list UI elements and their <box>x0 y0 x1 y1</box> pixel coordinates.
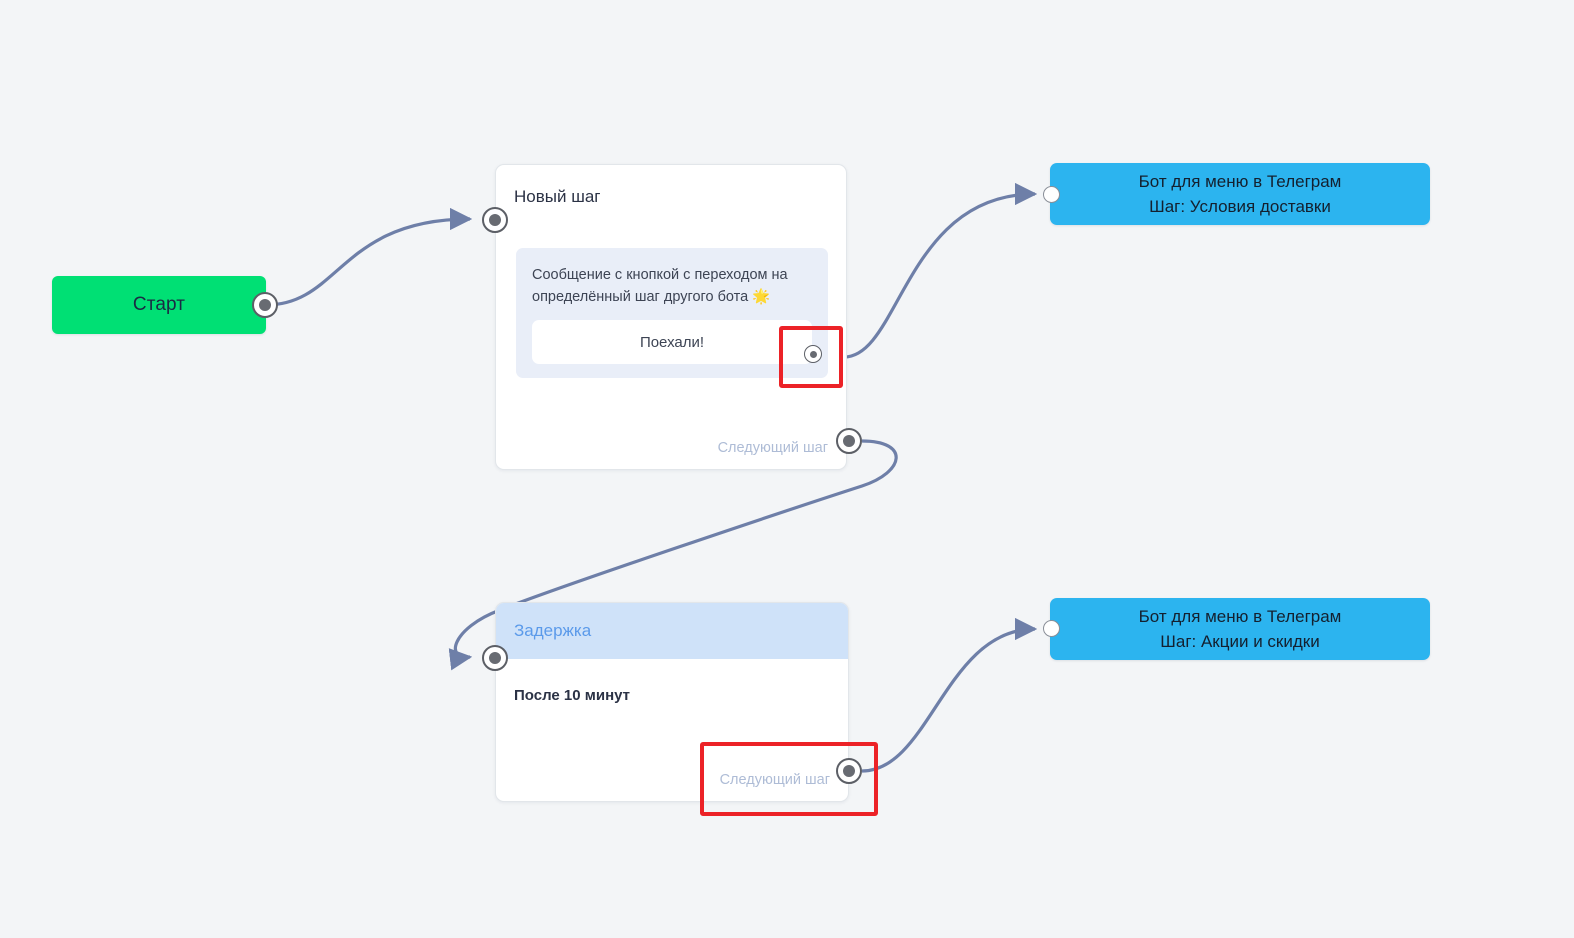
bot-node-promotions[interactable]: Бот для меню в Телеграм Шаг: Акции и ски… <box>1050 598 1430 660</box>
delay-card[interactable]: Задержка После 10 минут Следующий шаг <box>495 602 849 802</box>
delay-card-next-step-label: Следующий шаг <box>719 772 830 788</box>
step-card-next-step-handle[interactable] <box>836 428 862 454</box>
step-card-input-handle[interactable] <box>482 207 508 233</box>
edge-button-to-bot1 <box>843 182 1038 359</box>
delay-card-next-step-handle[interactable] <box>836 758 862 784</box>
bot-node-2-line1: Бот для меню в Телеграм <box>1138 607 1342 626</box>
bot-node-1-line2: Шаг: Условия доставки <box>1149 197 1331 216</box>
start-node-label: Старт <box>132 294 186 315</box>
step-card-title: Новый шаг <box>514 187 601 206</box>
button-transition-handle[interactable] <box>804 345 822 363</box>
start-output-handle[interactable] <box>252 292 278 318</box>
edge-delay-to-bot2 <box>861 617 1038 773</box>
bot-node-2-line2: Шаг: Акции и скидки <box>1160 632 1320 651</box>
message-button[interactable]: Поехали! <box>532 320 812 364</box>
bot-node-2-input-handle[interactable] <box>1043 620 1060 637</box>
bot-node-1-input-handle[interactable] <box>1043 186 1060 203</box>
delay-card-header: Задержка <box>496 603 848 659</box>
delay-card-body-text: После 10 минут <box>514 687 631 704</box>
start-node[interactable]: Старт <box>52 276 266 334</box>
message-button-label: Поехали! <box>639 333 705 351</box>
step-card[interactable]: Новый шаг Сообщение с кнопкой с переходо… <box>495 164 847 470</box>
delay-card-input-handle[interactable] <box>482 645 508 671</box>
bot-node-1-line1: Бот для меню в Телеграм <box>1138 172 1342 191</box>
message-text: Сообщение с кнопкой с переходом на опред… <box>532 267 788 305</box>
step-card-next-step-label: Следующий шаг <box>717 440 828 456</box>
bot-node-delivery-terms[interactable]: Бот для меню в Телеграм Шаг: Условия дос… <box>1050 163 1430 225</box>
edge-start-to-step <box>265 207 473 307</box>
delay-card-header-label: Задержка <box>514 621 592 640</box>
message-bubble[interactable]: Сообщение с кнопкой с переходом на опред… <box>516 248 828 378</box>
